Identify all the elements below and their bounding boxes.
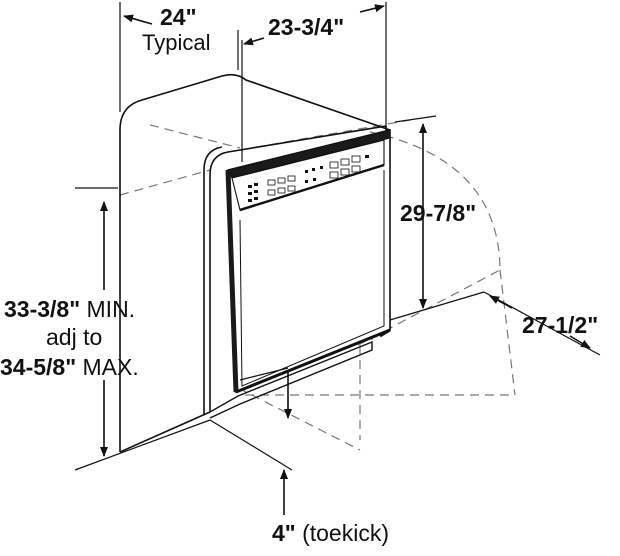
width-note: Typical [142,30,211,55]
toekick-note: (toekick) [302,520,389,546]
height-adj-text: adj to [46,324,103,350]
width-label: 24" [160,4,197,30]
door-swing-label: 27-1/2" [522,312,599,338]
dimension-arrows [100,4,591,515]
extension-lines [74,2,601,471]
height-min-suffix: MIN. [86,296,136,322]
height-min-line: 33-3/8" MIN. [4,298,135,321]
height-max-line: 34-5/8" MAX. [0,356,139,379]
door-height-label: 29-7/8" [400,200,477,226]
height-max-value: 34-5/8" [0,354,77,380]
toekick-value: 4" [272,520,296,546]
dishwasher-door [209,128,391,419]
depth-label: 23-3/4" [268,14,345,40]
toekick-line: 4" (toekick) [272,522,389,545]
height-max-suffix: MAX. [82,354,139,380]
control-panel-buttons [248,155,369,202]
height-min-value: 33-3/8" [4,296,81,322]
